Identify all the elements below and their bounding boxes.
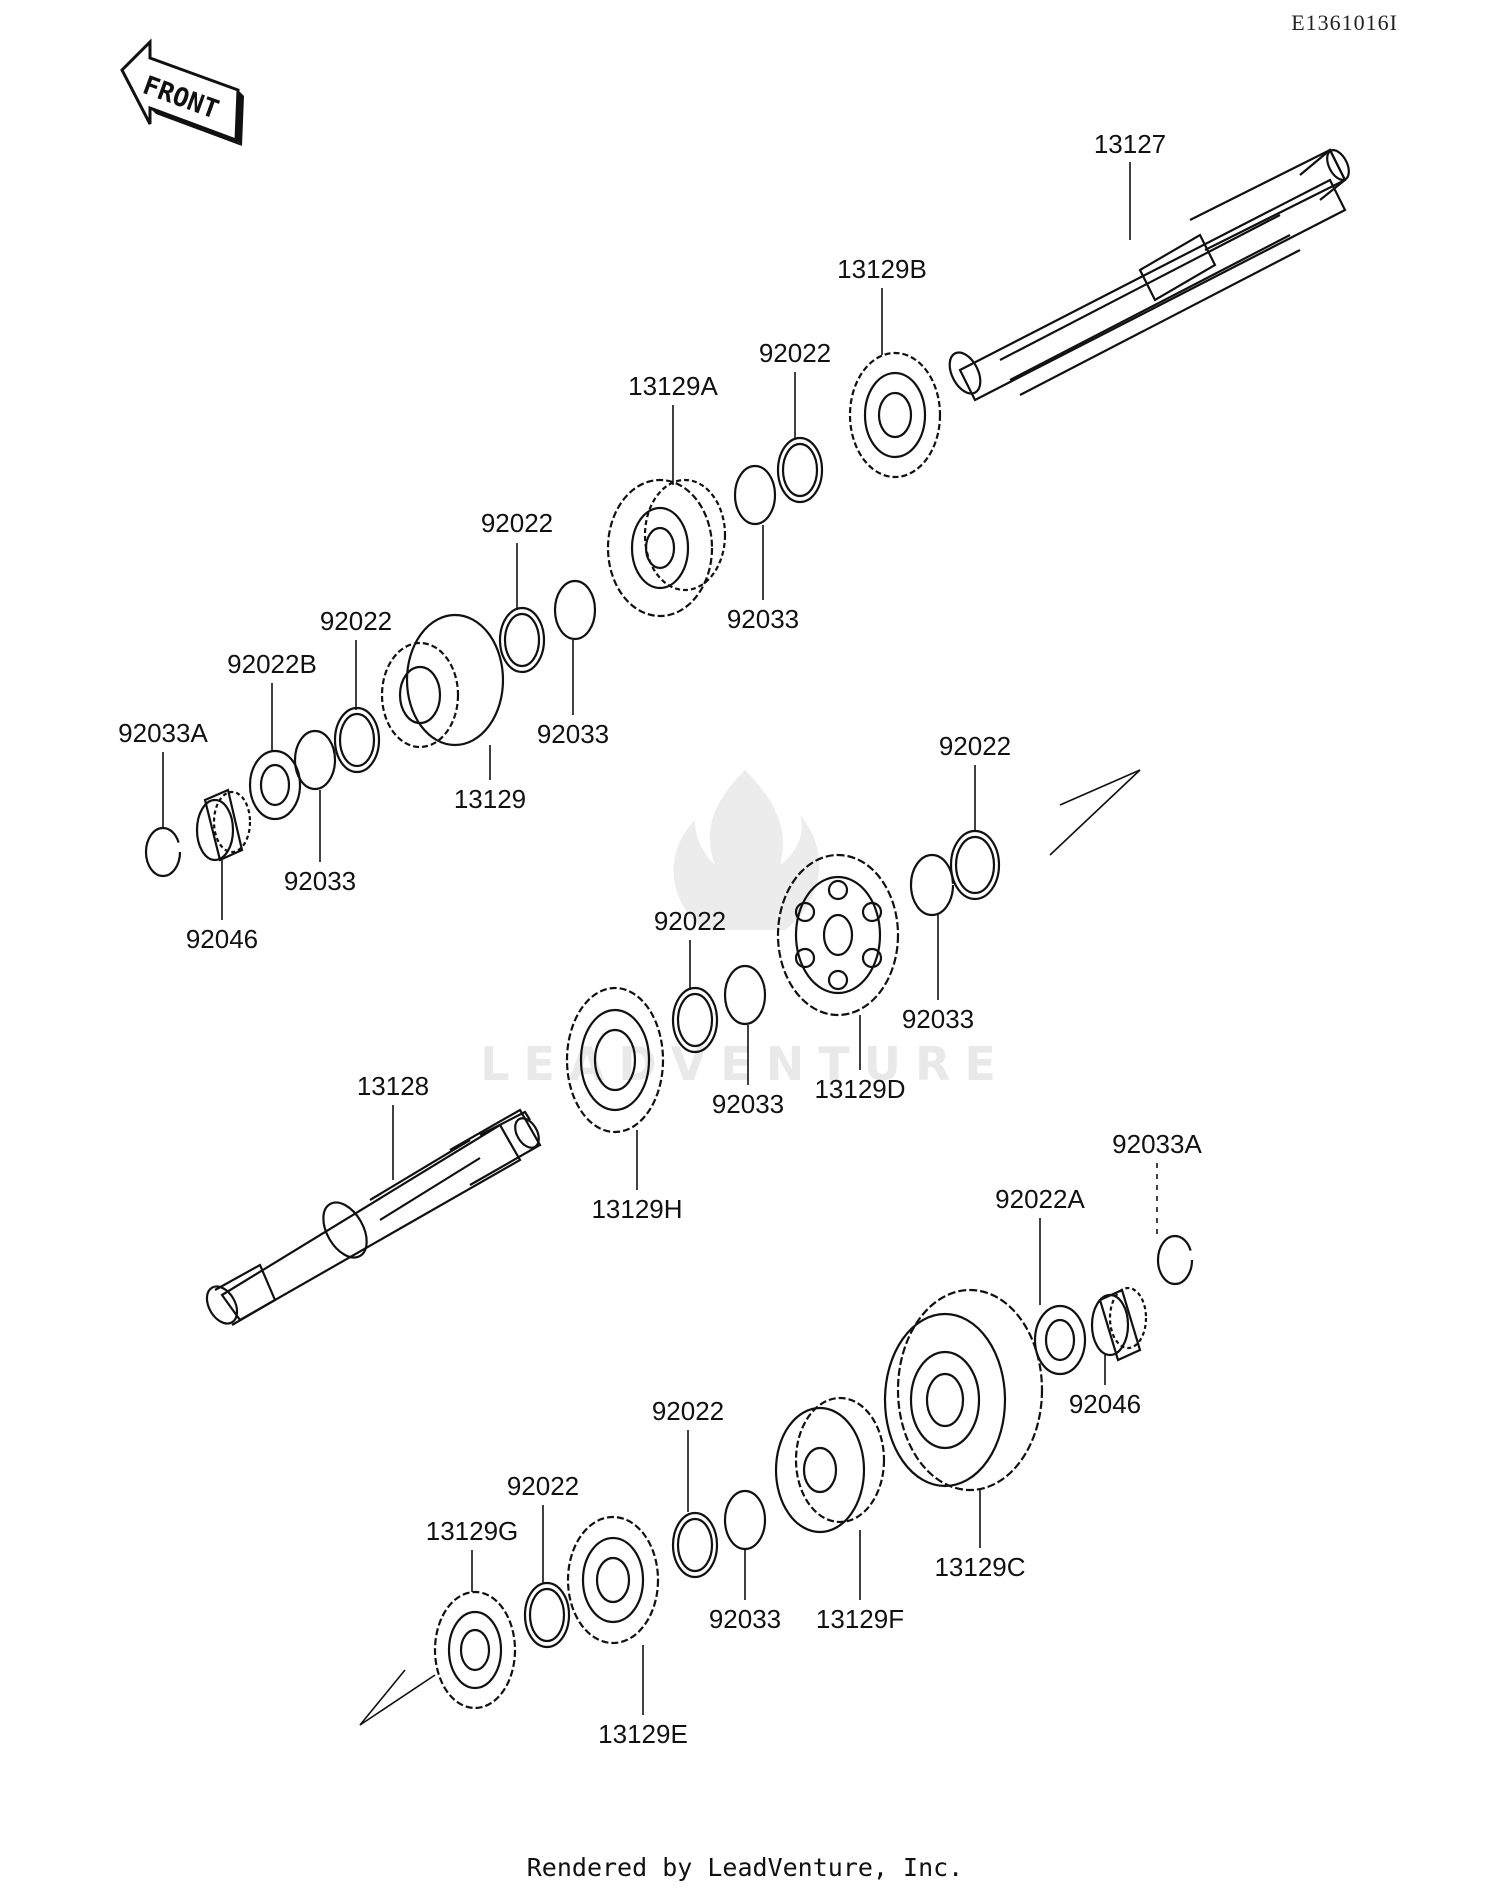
part-label-92046: 92046	[1069, 1389, 1141, 1419]
leader-lines	[162, 162, 1158, 1715]
part-label-13129C: 13129C	[934, 1552, 1025, 1582]
flame-logo-icon	[673, 770, 820, 930]
gear-13129	[380, 613, 505, 749]
gear-13129D	[776, 853, 900, 1017]
washer-92022A	[1033, 1304, 1087, 1376]
part-label-92033A: 92033A	[118, 718, 208, 748]
part-label-13129H: 13129H	[591, 1194, 682, 1224]
circlip-92033-b	[293, 729, 337, 791]
part-label-92033A: 92033A	[1112, 1129, 1202, 1159]
ring-92022-a	[498, 606, 546, 674]
ring-92022-c	[949, 829, 1001, 901]
part-label-13129A: 13129A	[628, 371, 718, 401]
part-label-13128: 13128	[357, 1071, 429, 1101]
part-label-92022: 92022	[320, 606, 392, 636]
part-label-92033: 92033	[902, 1004, 974, 1034]
part-label-92022A: 92022A	[995, 1184, 1085, 1214]
part-label-92022: 92022	[652, 1396, 724, 1426]
gear-13129E	[566, 1515, 660, 1645]
part-label-13129B: 13129B	[837, 254, 927, 284]
circlip-92033-e	[723, 1489, 767, 1551]
part-label-13129G: 13129G	[426, 1516, 519, 1546]
part-label-13129D: 13129D	[814, 1074, 905, 1104]
ring-92022-e	[671, 1511, 719, 1579]
circlip-92033-a	[553, 579, 597, 641]
footer-credit: Rendered by LeadVenture, Inc.	[527, 1853, 964, 1882]
part-label-13129E: 13129E	[598, 1719, 688, 1749]
gear-13129F	[774, 1396, 886, 1534]
gear-13129C	[883, 1288, 1044, 1492]
gear-13129H	[565, 986, 665, 1134]
watermark-text: LEADVENTURE	[480, 1037, 1010, 1091]
part-label-92022: 92022	[759, 338, 831, 368]
gear-13129B	[848, 351, 942, 479]
part-label-92022: 92022	[507, 1471, 579, 1501]
part-label-92022: 92022	[939, 731, 1011, 761]
part-label-92022B: 92022B	[227, 649, 317, 679]
front-arrow-icon: FRONT	[120, 38, 244, 146]
washer-92022B	[248, 749, 302, 821]
circlip-92033-d	[723, 964, 767, 1026]
ring-92022-d	[671, 986, 719, 1054]
shaft-13128	[205, 1108, 542, 1326]
gear-13129A	[606, 478, 727, 618]
ring-92022-f	[523, 1581, 571, 1649]
bearing-92046-lower	[1090, 1286, 1148, 1362]
part-label-92033: 92033	[537, 719, 609, 749]
axis-pointer-lower	[359, 1669, 436, 1726]
circlip-92033A-lower	[1156, 1234, 1194, 1286]
watermark: LEADVENTURE	[480, 770, 1010, 1091]
shaft-13127	[948, 148, 1350, 402]
part-label-92033: 92033	[727, 604, 799, 634]
ring-92022-b	[333, 706, 381, 774]
part-label-92022: 92022	[481, 508, 553, 538]
part-label-92046: 92046	[186, 924, 258, 954]
circlip-92033-upper	[733, 464, 777, 526]
part-label-92022: 92022	[654, 906, 726, 936]
circlip-92033A-upper	[144, 826, 182, 878]
part-label-92033: 92033	[709, 1604, 781, 1634]
ring-92022-upper	[776, 436, 824, 504]
part-labels: 13127 13129B 92022 13129A 92033 92022 92…	[118, 129, 1202, 1749]
part-label-13129: 13129	[454, 784, 526, 814]
part-label-92033: 92033	[284, 866, 356, 896]
bearing-92046-upper	[195, 788, 252, 862]
axis-pointer-upper	[1049, 769, 1141, 856]
circlip-92033-c	[909, 853, 955, 917]
part-label-92033: 92033	[712, 1089, 784, 1119]
gear-13129G	[433, 1590, 517, 1710]
part-label-13127: 13127	[1094, 129, 1166, 159]
part-label-13129F: 13129F	[816, 1604, 904, 1634]
diagram-reference: E1361016I	[1291, 10, 1398, 35]
